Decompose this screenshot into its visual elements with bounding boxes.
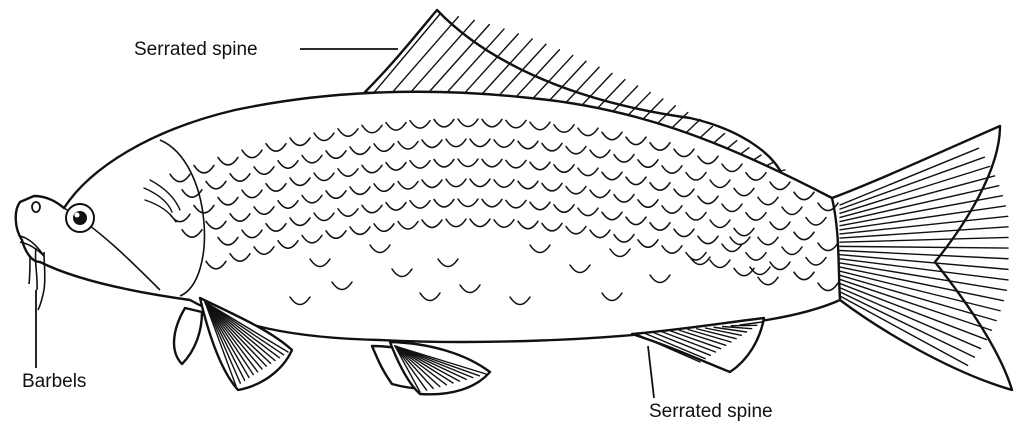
pelvic-fin	[372, 342, 490, 394]
eye-icon	[66, 204, 94, 232]
anal-spine-leader	[648, 346, 654, 398]
dorsal-serrated-spine-label: Serrated spine	[134, 40, 258, 59]
anal-serrated-spine-label: Serrated spine	[649, 402, 773, 421]
barbels-label: Barbels	[22, 372, 86, 391]
nostril	[32, 202, 40, 212]
caudal-fin	[832, 126, 1012, 390]
pectoral-fin-back	[174, 308, 202, 364]
